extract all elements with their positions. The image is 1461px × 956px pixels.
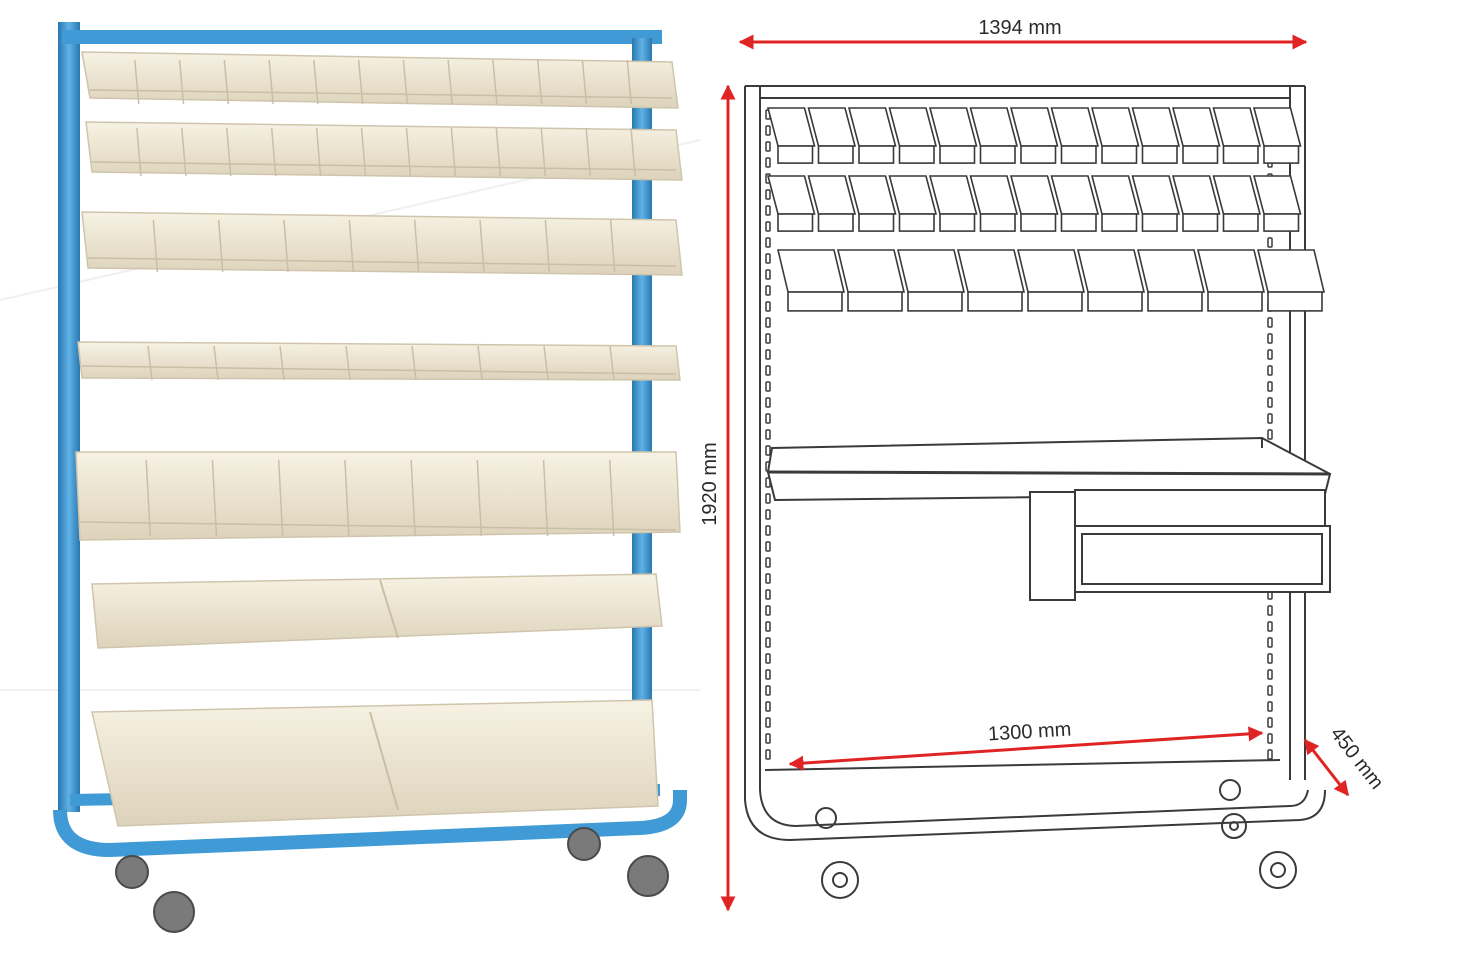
caster-wheels: [115, 827, 669, 933]
bin-shelf-3: [81, 211, 683, 276]
trolley-photo: [0, 22, 701, 933]
drawing-casters: [815, 779, 1297, 899]
frame-base-rail: [53, 790, 687, 858]
bin-shelf-7: [91, 699, 659, 827]
frame-top-bar: [62, 30, 662, 44]
dimension-inner-width: 1300 mm: [788, 718, 1264, 771]
dimension-depth-label: 450 mm: [1326, 723, 1388, 793]
drawing-drawer-unit: [1029, 489, 1331, 601]
drawing-bins: [766, 107, 1326, 312]
dimension-height-label: 1920 mm: [699, 442, 721, 525]
bin-shelf-5: [75, 451, 681, 541]
drawing-frame: [744, 86, 1326, 842]
dimension-depth: 450 mm: [1303, 723, 1388, 797]
dimension-width: 1394 mm: [738, 17, 1308, 50]
bin-shelf-2: [85, 121, 683, 181]
trolley-line-drawing: [744, 85, 1332, 899]
dimension-inner-width-label: 1300 mm: [987, 718, 1072, 745]
bin-shelf-1: [81, 51, 679, 109]
dimension-height: 1920 mm: [699, 84, 736, 912]
frame-upright-left: [58, 22, 80, 812]
bin-shelf-6: [91, 573, 663, 649]
dimension-width-label: 1394 mm: [978, 17, 1061, 39]
bin-shelf-4: [77, 341, 681, 381]
